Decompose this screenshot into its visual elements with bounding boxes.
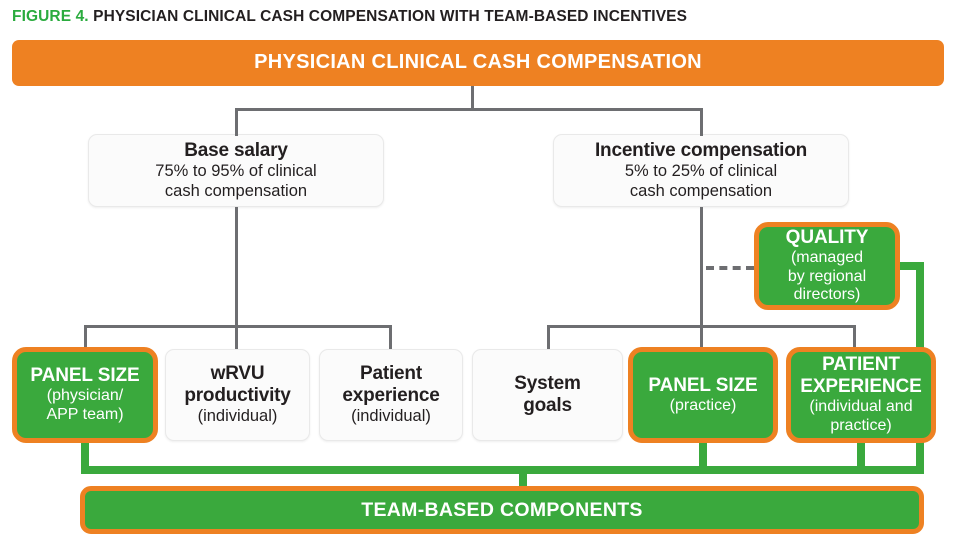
connector-to-panel-size-physician [84, 325, 87, 349]
base-salary-title: Base salary [184, 140, 288, 162]
wrvu-title-line2: productivity [184, 385, 291, 407]
system-goals-title-line1: System [514, 372, 581, 394]
patient-experience-team-title-line2: EXPERIENCE [800, 376, 922, 398]
connector-left-crossbar [84, 325, 392, 328]
green-connector-drop-panel-size-practice [699, 438, 707, 474]
connector-to-patient-experience-team [853, 325, 856, 349]
node-incentive-compensation[interactable]: Incentive compensation 5% to 25% of clin… [553, 134, 849, 207]
connector-to-panel-size-practice [700, 325, 703, 349]
node-system-goals[interactable]: System goals [472, 349, 623, 441]
quality-line2: by regional [787, 267, 867, 285]
node-patient-experience-individual[interactable]: Patient experience (individual) [319, 349, 463, 441]
wrvu-sub: (individual) [197, 407, 278, 426]
panel-size-physician-line2: APP team) [46, 406, 124, 424]
panel-size-practice-title: PANEL SIZE [648, 374, 758, 396]
quality-line1: (managed [790, 249, 864, 267]
base-salary-line1: 75% to 95% of clinical [155, 162, 317, 181]
wrvu-title-line1: wRVU [210, 363, 265, 385]
node-wrvu-productivity[interactable]: wRVU productivity (individual) [165, 349, 310, 441]
connector-root-crossbar [236, 108, 703, 111]
connector-to-base-salary [235, 108, 238, 136]
node-base-salary[interactable]: Base salary 75% to 95% of clinical cash … [88, 134, 384, 207]
node-patient-experience-team[interactable]: PATIENT EXPERIENCE (individual and pract… [786, 347, 936, 443]
connector-root-stem [471, 86, 474, 110]
panel-size-practice-line1: (practice) [669, 396, 737, 414]
panel-size-physician-title: PANEL SIZE [30, 365, 140, 387]
panel-size-physician-line1: (physician/ [46, 387, 124, 405]
system-goals-title-line2: goals [523, 395, 572, 416]
connector-to-incentive [700, 108, 703, 136]
node-quality[interactable]: QUALITY (managed by regional directors) [754, 222, 900, 310]
green-connector-team-based-stem [519, 466, 527, 490]
connector-to-patient-experience-individual [389, 325, 392, 349]
incentive-title: Incentive compensation [594, 140, 808, 162]
green-connector-quality-out [896, 262, 924, 270]
node-panel-size-practice[interactable]: PANEL SIZE (practice) [628, 347, 778, 443]
connector-dashed-to-quality [706, 266, 754, 270]
figure-title: FIGURE 4. PHYSICIAN CLINICAL CASH COMPEN… [12, 8, 687, 26]
patient-experience-individual-title-line2: experience [342, 385, 440, 407]
green-connector-drop-patient-experience-team [857, 438, 865, 474]
figure-title-text: PHYSICIAN CLINICAL CASH COMPENSATION WIT… [93, 8, 688, 25]
incentive-line2: cash compensation [629, 181, 773, 200]
connector-to-system-goals [547, 325, 550, 349]
patient-experience-individual-sub: (individual) [351, 407, 431, 426]
quality-line3: directors) [793, 286, 861, 304]
incentive-line1: 5% to 25% of clinical [624, 162, 778, 181]
node-team-based-components[interactable]: TEAM-BASED COMPONENTS [80, 486, 924, 534]
base-salary-line2: cash compensation [164, 181, 308, 200]
figure-number-label: FIGURE 4. [12, 8, 89, 25]
quality-title: QUALITY [785, 227, 869, 249]
patient-experience-team-title-line1: PATIENT [822, 354, 900, 376]
team-based-label: TEAM-BASED COMPONENTS [361, 498, 643, 521]
green-connector-drop-panel-size-physician [81, 438, 89, 474]
patient-experience-team-line2: practice) [830, 417, 892, 435]
node-panel-size-physician-app-team[interactable]: PANEL SIZE (physician/ APP team) [12, 347, 158, 443]
patient-experience-individual-title-line1: Patient [360, 363, 422, 385]
connector-to-wrvu [235, 325, 238, 349]
node-root-label: PHYSICIAN CLINICAL CASH COMPENSATION [254, 51, 702, 74]
patient-experience-team-line1: (individual and [809, 398, 913, 416]
green-connector-collector-bar [81, 466, 924, 474]
connector-incentive-stem [700, 207, 703, 328]
connector-base-salary-stem [235, 207, 238, 328]
node-physician-clinical-cash-compensation[interactable]: PHYSICIAN CLINICAL CASH COMPENSATION [12, 40, 944, 86]
